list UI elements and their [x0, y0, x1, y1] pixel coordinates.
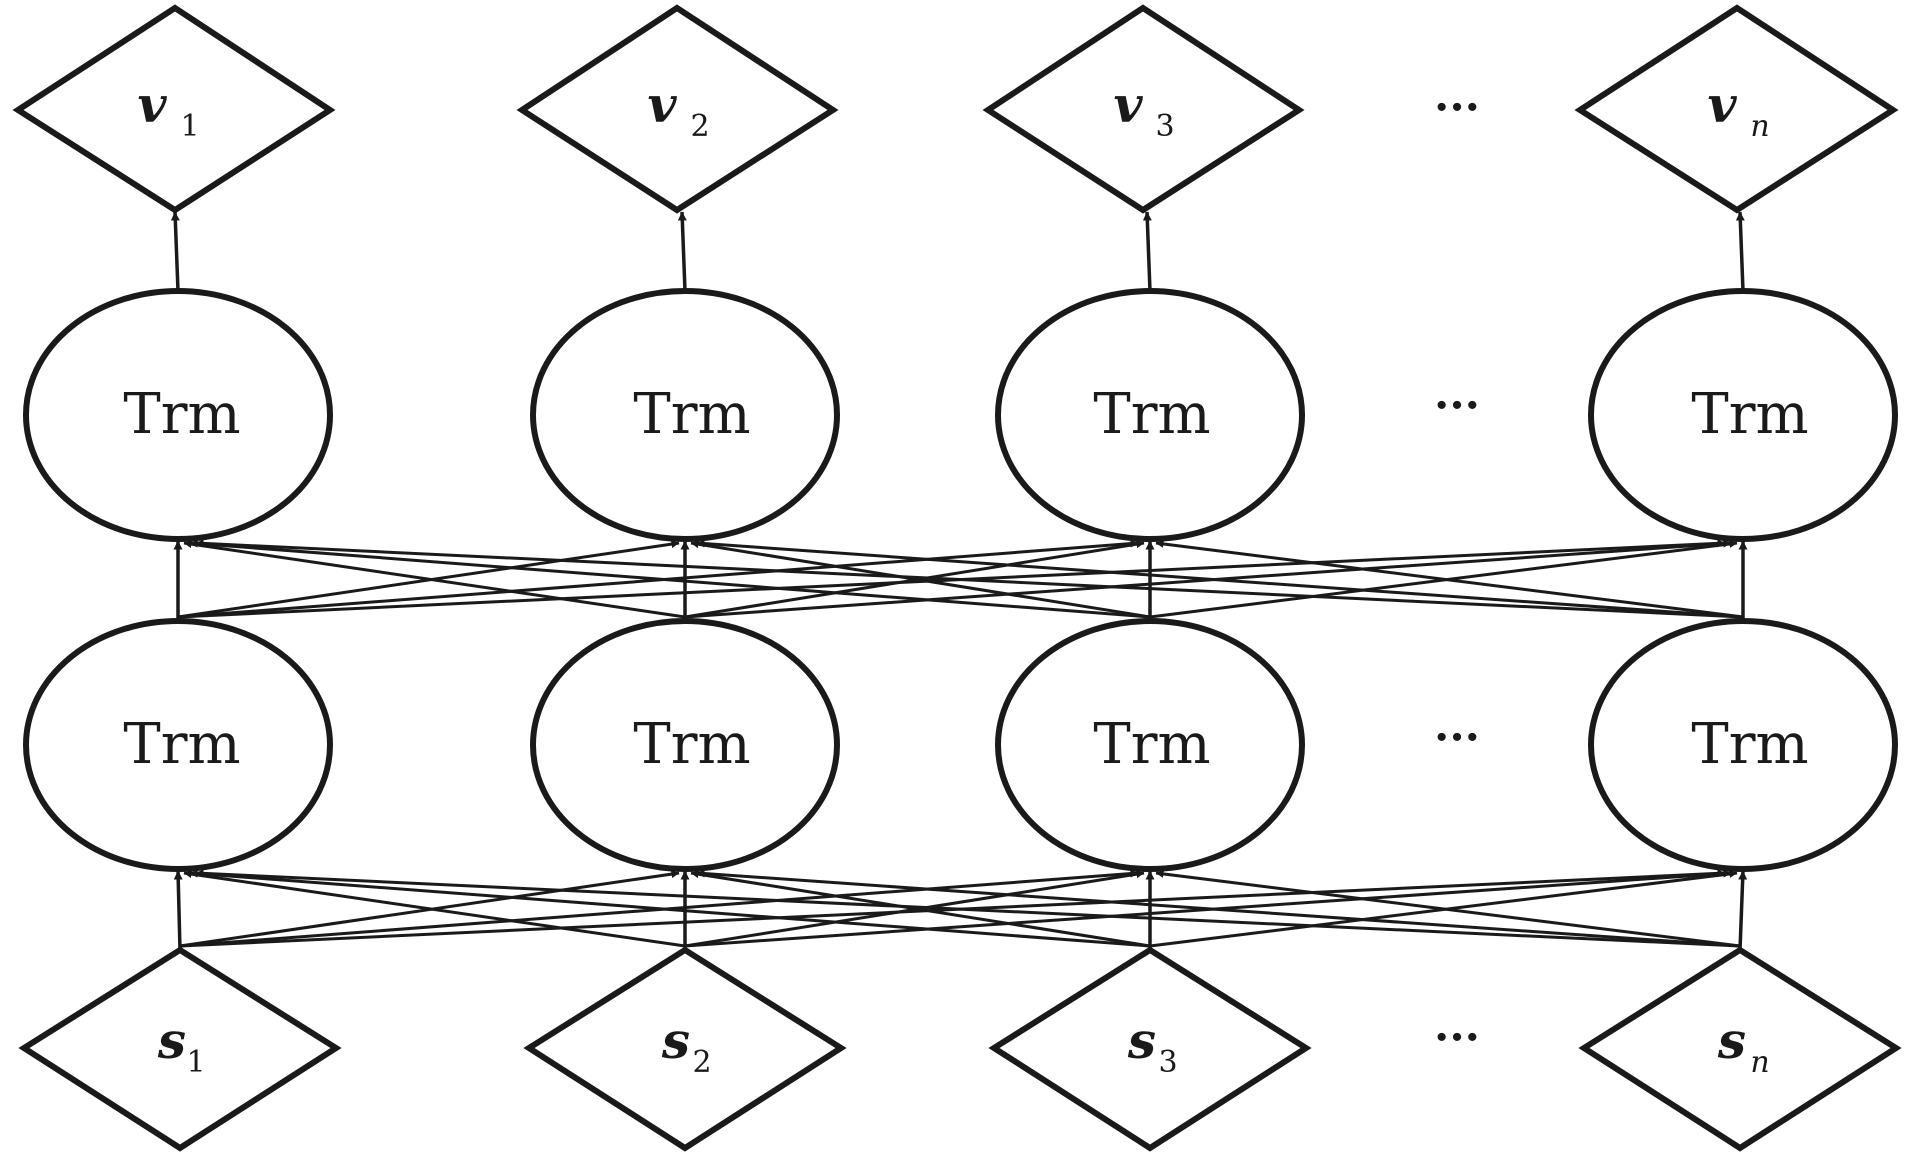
edge-input-3-to-lower-1 — [189, 869, 1151, 948]
edge-lower-3-to-upper-1 — [189, 539, 1151, 619]
input-sn-subscript: n — [1750, 1045, 1769, 1080]
lower-trm-3-label: Trm — [1093, 712, 1210, 777]
edge-input-4-to-lower-3 — [1155, 869, 1741, 948]
edge-input-1-to-lower-1 — [173, 870, 183, 951]
ellipsis-lower-trm: ··· — [1434, 712, 1480, 763]
input-s3-diamond — [988, 946, 1312, 1152]
input-s2: s 2 — [523, 946, 847, 1152]
lower-trm-n: Trm — [1588, 618, 1898, 872]
input-sn-diamond — [1578, 946, 1902, 1152]
upper-trm-1: Trm — [23, 288, 333, 542]
output-v3-subscript: 3 — [1155, 109, 1174, 144]
edge-lower-4-to-upper-1 — [195, 539, 1744, 619]
ellipsis-outputs: ··· — [1434, 82, 1480, 133]
output-vn: v n — [1574, 4, 1899, 214]
input-s1-subscript: 1 — [186, 1045, 205, 1080]
edge-input-4-to-lower-2 — [696, 869, 1741, 948]
input-s3-subscript: 3 — [1158, 1045, 1177, 1080]
edge-upper-4-to-output — [1735, 211, 1745, 292]
upper-trm-3-ellipse — [995, 288, 1305, 542]
ellipsis-inputs: ··· — [1434, 1012, 1480, 1063]
upper-trm-3: Trm — [995, 288, 1305, 542]
output-v2-symbol: v — [647, 75, 677, 134]
output-v3: v 3 — [982, 4, 1305, 214]
lower-trm-n-ellipse — [1588, 618, 1898, 872]
input-s1-symbol: s — [157, 1011, 186, 1070]
edge-input-2-to-lower-1 — [183, 870, 686, 948]
output-v1-diamond — [12, 4, 336, 214]
lower-trm-2-ellipse — [530, 618, 840, 872]
lower-trm-2-label: Trm — [633, 712, 750, 777]
upper-trm-2-ellipse — [530, 288, 840, 542]
upper-trm-n-label: Trm — [1691, 382, 1808, 447]
upper-trm-2: Trm — [530, 288, 840, 542]
output-vn-diamond — [1574, 4, 1899, 214]
input-s3: s 3 — [988, 946, 1312, 1152]
output-v3-symbol: v — [1113, 75, 1143, 134]
input-s2-diamond — [523, 946, 847, 1152]
ellipsis-upper-trm: ··· — [1434, 380, 1480, 431]
output-v2: v 2 — [516, 4, 839, 214]
lower-trm-1-label: Trm — [123, 712, 240, 777]
edge-lower-2-to-upper-1 — [183, 540, 686, 619]
input-s1: s 1 — [18, 946, 342, 1152]
output-v2-subscript: 2 — [690, 109, 709, 144]
connections-group — [170, 211, 1748, 951]
input-s1-diamond — [18, 946, 342, 1152]
input-sn: s n — [1578, 946, 1902, 1152]
output-v1: v 1 — [12, 4, 336, 214]
lower-trm-3-ellipse — [995, 618, 1305, 872]
lower-trm-1: Trm — [23, 618, 333, 872]
edge-input-3-to-lower-2 — [690, 870, 1151, 948]
output-v3-diamond — [982, 4, 1305, 214]
output-v2-diamond — [516, 4, 839, 214]
edge-input-4-to-lower-4 — [1738, 870, 1748, 951]
input-s2-symbol: s — [661, 1011, 690, 1070]
upper-trm-n: Trm — [1588, 288, 1898, 542]
lower-trm-2: Trm — [530, 618, 840, 872]
output-v1-subscript: 1 — [180, 109, 199, 144]
input-s3-symbol: s — [1127, 1011, 1156, 1070]
edge-input-4-to-lower-1 — [195, 869, 1741, 948]
edge-upper-1-to-output — [170, 211, 180, 292]
input-s2-subscript: 2 — [692, 1045, 711, 1080]
edge-lower-4-to-upper-3 — [1155, 539, 1744, 619]
upper-trm-1-ellipse — [23, 288, 333, 542]
lower-trm-1-ellipse — [23, 618, 333, 872]
edge-upper-2-to-output — [677, 211, 687, 292]
edge-upper-3-to-output — [1142, 211, 1152, 292]
output-vn-symbol: v — [1707, 75, 1737, 134]
lower-trm-n-label: Trm — [1691, 712, 1808, 777]
edge-lower-4-to-upper-2 — [696, 539, 1744, 619]
input-sn-symbol: s — [1717, 1011, 1746, 1070]
upper-trm-3-label: Trm — [1093, 382, 1210, 447]
upper-trm-2-label: Trm — [633, 382, 750, 447]
lower-trm-3: Trm — [995, 618, 1305, 872]
edge-lower-3-to-upper-2 — [690, 540, 1151, 619]
output-vn-subscript: n — [1750, 109, 1769, 144]
upper-trm-1-label: Trm — [123, 382, 240, 447]
output-v1-symbol: v — [137, 75, 167, 134]
upper-trm-n-ellipse — [1588, 288, 1898, 542]
